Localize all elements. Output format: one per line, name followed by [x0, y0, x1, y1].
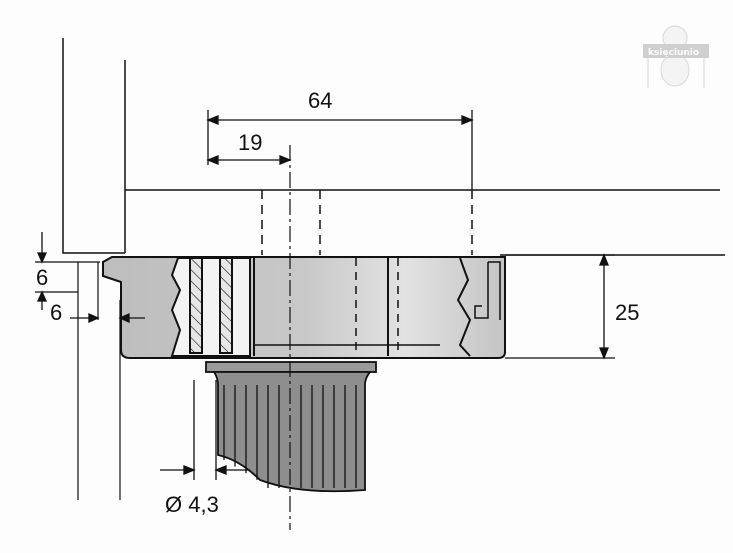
dim-19-label: 19 — [238, 130, 262, 155]
watermark-logo: księciunio — [643, 25, 709, 88]
stem-grooves — [223, 385, 357, 488]
left-extension — [77, 262, 121, 500]
watermark-text: księciunio — [648, 48, 699, 58]
glide-body — [102, 256, 506, 359]
glide-stem — [205, 361, 377, 493]
diameter-label: Ø 4,3 — [165, 492, 219, 517]
dim-6-side-label: 6 — [50, 300, 62, 325]
dim-64-label: 64 — [308, 88, 332, 113]
dim-6-top-label: 6 — [36, 265, 48, 290]
outer-panel — [62, 38, 125, 254]
dim-25-label: 25 — [615, 300, 639, 325]
hole-dashes — [261, 190, 473, 255]
